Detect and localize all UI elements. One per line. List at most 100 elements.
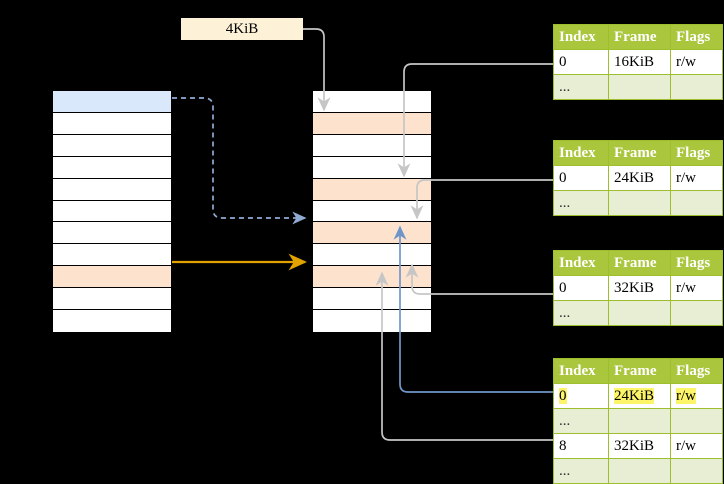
virtual-address-column-row-3 [53,156,171,179]
column-header-frame: Frame [608,250,671,276]
physical-memory-column-row-1 [313,112,431,135]
table-cell-flags [670,300,723,326]
cell-flags: r/w [676,169,696,186]
table-row-ellipsis: ... [553,74,723,100]
cell-index: 0 [559,53,567,70]
virtual-address-column-row-7 [53,244,171,267]
column-header-frame: Frame [608,140,671,166]
column-header-flags: Flags [670,140,723,166]
table-cell-index: ... [553,300,609,326]
table-row: 0 24KiB r/w [553,383,723,409]
table-row: 8 32KiB r/w [553,433,723,459]
page-size-label: 4KiB [181,18,303,40]
physical-memory-column-row-8 [313,266,431,289]
virtual-address-column-row-1 [53,112,171,135]
table-cell-index: ... [553,190,609,216]
table-cell-index: 8 [553,433,609,459]
physical-memory-column-row-2 [313,134,431,157]
table-cell-frame: 32KiB [608,275,671,301]
cell-index: ... [559,304,571,321]
virtual-address-column-row-9 [53,288,171,311]
cell-flags: r/w [676,387,696,404]
column-header-index: Index [553,140,609,166]
table-row: 0 16KiB r/w [553,49,723,75]
table-cell-index: ... [553,74,609,100]
cell-index: ... [559,78,571,95]
virtual-address-column-row-4 [53,178,171,201]
table-row: 0 24KiB r/w [553,165,723,191]
table-cell-flags: r/w [670,165,723,191]
cell-frame: 24KiB [614,169,655,186]
virtual-address-column-row-6 [53,222,171,245]
table-row-ellipsis: ... [553,300,723,326]
virtual-address-column-row-0 [53,91,171,113]
column-header-frame: Frame [608,358,671,384]
virtual-address-column [52,90,172,332]
table-cell-frame: 16KiB [608,49,671,75]
column-header-flags: Flags [670,250,723,276]
table-cell-index: 0 [553,383,609,409]
cell-flags: r/w [676,279,696,296]
table-cell-flags: r/w [670,275,723,301]
column-header-index: Index [553,250,609,276]
physical-memory-column-row-0 [313,91,431,113]
cell-index: 8 [559,437,567,454]
cell-index: ... [559,194,571,211]
column-header-index: Index [553,358,609,384]
virtual-address-column-row-8 [53,266,171,289]
table-cell-flags: r/w [670,49,723,75]
cell-frame: 24KiB [614,387,655,404]
cell-flags: r/w [676,437,696,454]
column-header-frame: Frame [608,24,671,50]
physical-memory-column-row-5 [313,200,431,223]
table-row-ellipsis: ... [553,408,723,434]
physical-memory-column-row-3 [313,156,431,179]
cell-frame: 32KiB [614,437,655,454]
table-cell-frame [608,74,671,100]
physical-memory-column-row-7 [313,244,431,267]
physical-memory-column [312,90,432,332]
physical-memory-column-row-4 [313,178,431,201]
table-cell-flags [670,458,723,484]
table-cell-frame [608,190,671,216]
table-cell-index: 0 [553,275,609,301]
table-cell-index: ... [553,408,609,434]
cell-index: 0 [559,169,567,186]
table-cell-frame: 32KiB [608,433,671,459]
table-cell-flags: r/w [670,383,723,409]
table-cell-frame [608,408,671,434]
table-cell-flags [670,74,723,100]
table-cell-index: 0 [553,49,609,75]
table-cell-flags: r/w [670,433,723,459]
table-row-ellipsis: ... [553,190,723,216]
column-header-flags: Flags [670,358,723,384]
table-cell-index: ... [553,458,609,484]
cell-flags: r/w [676,53,696,70]
physical-memory-column-row-9 [313,288,431,311]
virtual-address-column-row-10 [53,310,171,332]
cell-index: 0 [559,387,567,404]
table-cell-frame [608,300,671,326]
physical-memory-column-row-6 [313,222,431,245]
table-cell-frame: 24KiB [608,383,671,409]
cell-frame: 32KiB [614,279,655,296]
table-cell-index: 0 [553,165,609,191]
table-cell-frame: 24KiB [608,165,671,191]
cell-index: ... [559,462,571,479]
column-header-flags: Flags [670,24,723,50]
cell-index: ... [559,412,571,429]
physical-memory-column-row-10 [313,310,431,332]
virtual-address-column-row-2 [53,134,171,157]
column-header-index: Index [553,24,609,50]
table-cell-frame [608,458,671,484]
table-cell-flags [670,190,723,216]
